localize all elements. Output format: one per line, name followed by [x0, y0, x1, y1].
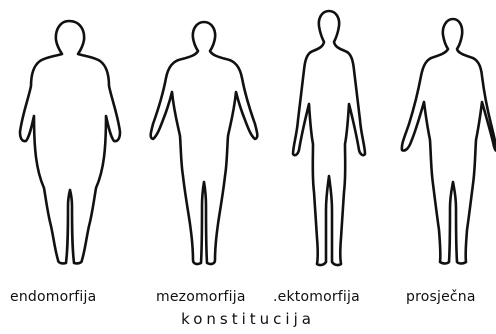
figure-caption: konstitucija — [0, 310, 496, 328]
label-endomorph: endomorfija — [10, 289, 96, 305]
ectomorph-silhouette — [293, 11, 365, 265]
label-ectomorph: .ektomorfija — [273, 289, 360, 305]
mesomorph-silhouette — [151, 22, 258, 264]
endomorph-silhouette — [20, 21, 120, 263]
average-silhouette — [402, 19, 496, 264]
label-average: prosječna — [406, 289, 476, 305]
label-mesomorph: mezomorfija — [156, 289, 246, 305]
